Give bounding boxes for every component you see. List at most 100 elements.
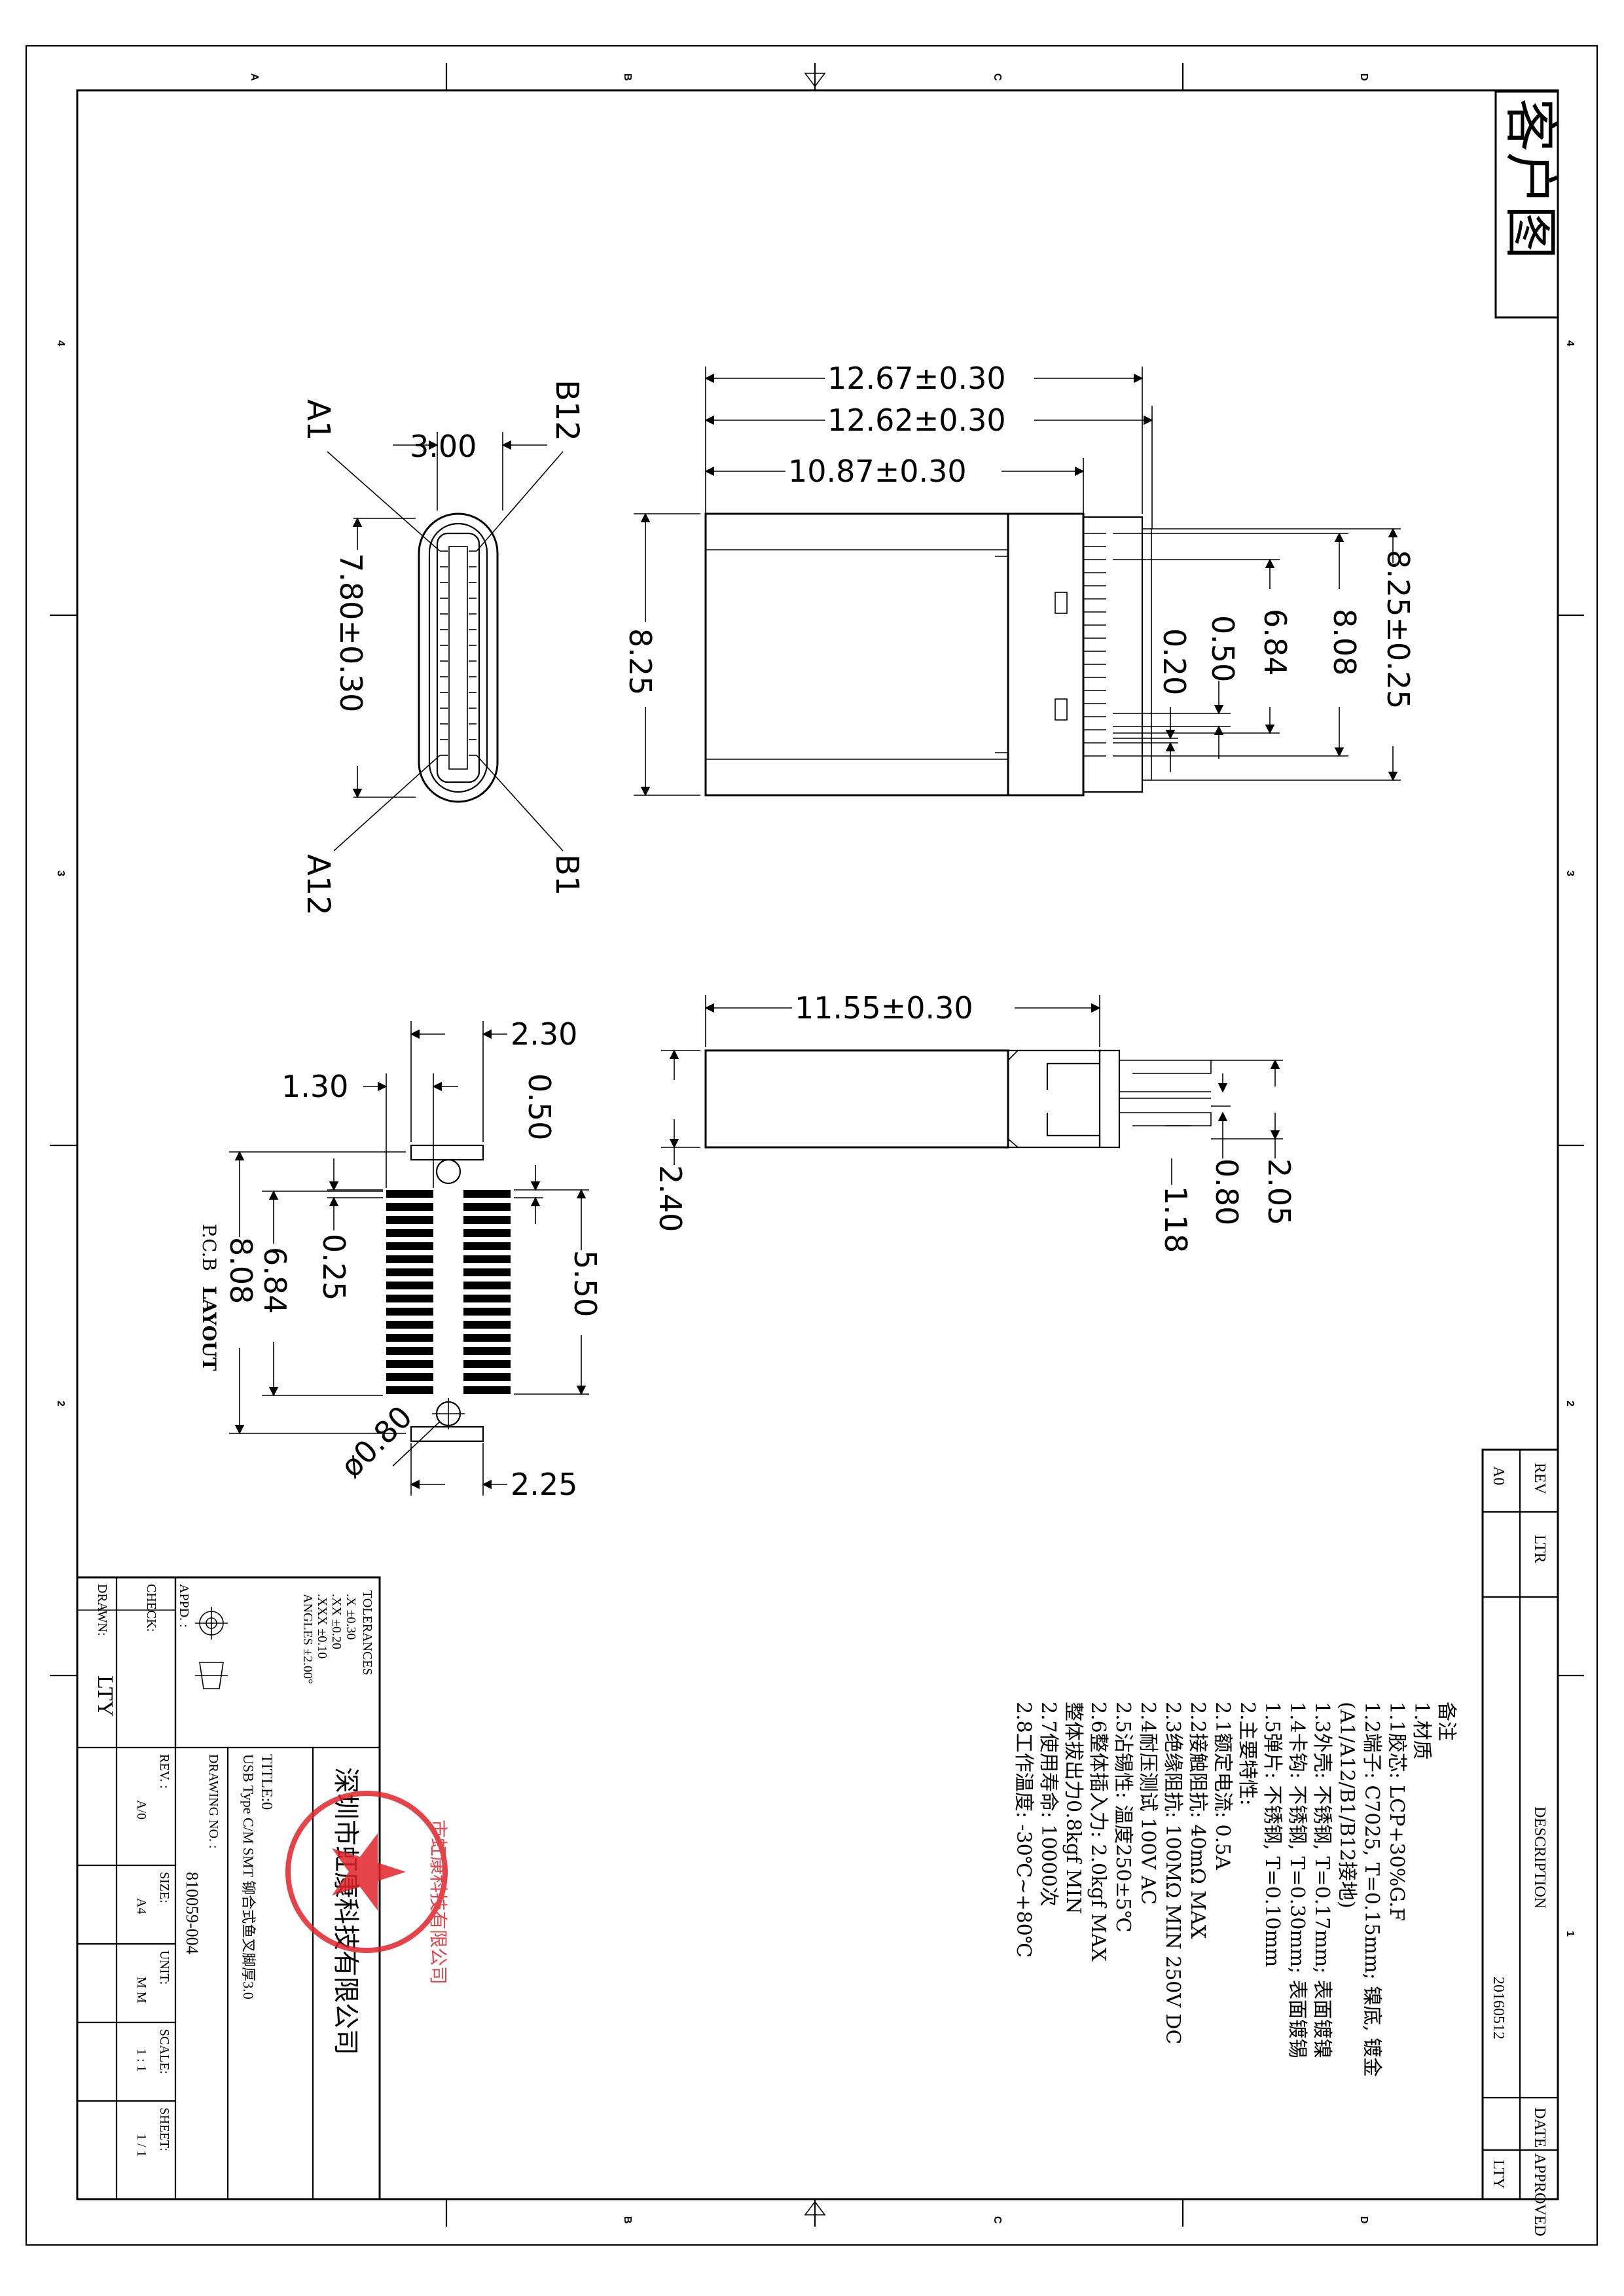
side-dim-r5: 8.25±0.25 [1380, 550, 1416, 709]
note-line: 2.1额定电流: 0.5A [1211, 1702, 1234, 1870]
grid-number-3-left: 3 [55, 870, 66, 876]
note-line: 2.3绝缘阻抗: 100MΩ MIN 250V DC [1161, 1702, 1184, 2045]
revision-block: REV LTR DESCRIPTION DATE APPROVED A0 201… [1481, 1448, 1559, 2236]
pcb-dim-top: 2.30 [511, 1016, 577, 1052]
customer-drawing-stamp: 客户图 [1494, 90, 1561, 319]
note-line: 整体拔出力0.8kgf MIN [1062, 1702, 1085, 1914]
front-view: 3.00 7.80±0.30 A1 B12 A12 B1 [300, 380, 585, 916]
grid-number-2-right: 2 [1564, 1401, 1576, 1407]
bottom-dim-length: 11.55±0.30 [795, 990, 973, 1026]
company-seal: 市虹康科技有限公司 [285, 1791, 449, 1984]
center-mark-top [804, 63, 826, 90]
notes-list: 备注1.材质1.1胶芯: LCP+30%G.F1.2端子: C7025, T=0… [1012, 1702, 1458, 2077]
approved-value: LTY [1490, 2160, 1507, 2189]
note-line: 1.4卡钩: 不锈钢, T=0.30mm; 表面镀锡 [1286, 1702, 1308, 2058]
grid-letter-d-bottom: D [1358, 2216, 1369, 2224]
size-label: SIZE: [157, 1872, 171, 1903]
grid-number-1-right: 1 [1564, 1931, 1576, 1937]
rev-value: A0 [1490, 1466, 1507, 1485]
pin-label-a12: A12 [300, 854, 336, 916]
front-dim-length: 7.80±0.30 [333, 553, 369, 712]
pcb-dim-550: 5.50 [568, 1250, 603, 1317]
tolerance-angles: ANGLES ±2.00° [300, 1594, 315, 1684]
pcb-dim-hole: ø0.80 [334, 1399, 420, 1484]
bottom-dim-a: 2.05 [1261, 1158, 1297, 1225]
note-line: 2.主要特性: [1236, 1702, 1259, 1806]
side-dim-r4: 8.08 [1327, 609, 1362, 675]
pcb-dim-130: 1.30 [281, 1069, 348, 1104]
desc-header: DESCRIPTION [1531, 1806, 1548, 1909]
sheet-value: 1 / 1 [134, 2134, 149, 2157]
pcb-dim-808: 8.08 [223, 1237, 259, 1304]
note-line: (A1/A12/B1/B12接地) [1335, 1702, 1358, 1909]
note-line: 1.1胶芯: LCP+30%G.F [1385, 1702, 1408, 1921]
pcb-dim-684: 6.84 [257, 1247, 293, 1314]
side-dim-r2: 0.50 [1205, 615, 1240, 682]
title-label: TITLE:0 [258, 1754, 275, 1810]
bottom-dim-c: 1.18 [1158, 1186, 1193, 1253]
note-line: 2.2接触阻抗: 40mΩ MAX [1186, 1702, 1209, 1939]
check-label: CHECK: [144, 1584, 158, 1632]
pcb-dim-025: 0.25 [316, 1234, 352, 1300]
side-dim-r3: 6.84 [1257, 609, 1293, 675]
company-name: 深圳市虹康科技有限公司 [331, 1767, 361, 2055]
grid-number-4-right: 4 [1564, 340, 1576, 346]
note-line: 1.材质 [1410, 1702, 1433, 1760]
title-value: USB Type C/M SMT 铆合式鱼叉脚厚3.0 [240, 1754, 257, 2000]
projection-symbol-icon [195, 1607, 228, 1689]
seal-text: 市虹康科技有限公司 [427, 1820, 449, 1984]
grid-letter-b-bottom: B [622, 2216, 633, 2224]
sheet-label: SHEET: [157, 2108, 171, 2151]
tolerance-xxx: .XXX ±0.10 [315, 1594, 329, 1659]
bottom-view: 11.55±0.30 2.40 2.05 0.80 1.18 [653, 990, 1297, 1253]
tolerances-header: TOLERANCES [360, 1590, 374, 1676]
side-view: 12.67±0.30 12.62±0.30 10.87±0.30 8.25 8.… [623, 361, 1416, 797]
grid-letter-d-top: D [1358, 73, 1369, 81]
appd-label: APPD. : [177, 1584, 191, 1628]
rev-header: REV [1531, 1463, 1548, 1495]
grid-letter-c-bottom: C [992, 2216, 1003, 2224]
note-line: 2.4耐压测试 100V AC [1136, 1702, 1159, 1905]
pcb-dim-050: 0.50 [522, 1073, 557, 1140]
grid-number-3-right: 3 [1564, 870, 1576, 876]
side-dim-2: 12.62±0.30 [827, 403, 1006, 438]
side-dim-r1: 0.20 [1157, 628, 1192, 695]
ltr-header: LTR [1531, 1535, 1548, 1563]
note-line: 1.3外壳: 不锈钢, T=0.17mm; 表面镀镍 [1310, 1702, 1333, 2058]
unit-label: UNIT: [157, 1950, 171, 1984]
grid-letter-a-top: A [249, 73, 260, 81]
bottom-dim-height: 2.40 [653, 1165, 688, 1232]
pin-label-a1: A1 [300, 399, 336, 440]
pin-label-b1: B1 [549, 854, 585, 895]
drawing-no-label: DRAWING NO. : [206, 1754, 221, 1849]
bottom-dim-b: 0.80 [1209, 1158, 1244, 1225]
stamp-title: 客户图 [1499, 98, 1561, 259]
grid-number-2-left: 2 [55, 1401, 66, 1407]
scale-label: SCALE: [157, 2029, 171, 2074]
side-dim-left: 8.25 [623, 628, 658, 695]
pcb-label-pcb: P.C.B [198, 1224, 220, 1271]
grid-letter-b-top: B [622, 73, 633, 81]
note-line: 2.7使用寿命: 10000次 [1037, 1702, 1060, 1907]
pcb-layout: 2.30 1.30 0.50 0.25 5.50 6.84 8.08 P.C.B… [198, 1016, 603, 1502]
note-line: 1.5弹片: 不锈钢, T=0.10mm [1261, 1702, 1284, 1967]
note-line: 1.2端子: C7025, T=0.15mm; 镍底, 镀金 [1360, 1702, 1383, 2077]
unit-value: M M [134, 1977, 149, 2003]
drawn-label: DRAWN: [95, 1584, 109, 1636]
size-value: A4 [134, 1898, 149, 1914]
note-line: 2.5沾锡性: 温度250±5℃ [1111, 1702, 1134, 1932]
note-line: 2.6整体插入力: 2.0kgf MAX [1087, 1702, 1110, 1962]
rev-label: REV. : [157, 1754, 171, 1789]
pcb-dim-bottom: 2.25 [511, 1467, 577, 1502]
pin-label-b12: B12 [549, 380, 585, 441]
center-mark-bottom [804, 2199, 826, 2227]
tolerance-x: .X ±0.30 [344, 1594, 358, 1640]
pcb-label-layout: LAYOUT [198, 1286, 220, 1371]
note-line: 2.8工作温度: -30℃~+80℃ [1012, 1702, 1035, 1958]
scale-value: 1 : 1 [134, 2049, 149, 2072]
drawing-no-value: 810059-004 [183, 1872, 202, 1954]
note-line: 备注 [1435, 1702, 1458, 1741]
grid-letter-c-top: C [992, 73, 1003, 81]
side-dim-3: 10.87±0.30 [788, 454, 967, 489]
tolerance-xx: .XX ±0.20 [329, 1594, 344, 1649]
